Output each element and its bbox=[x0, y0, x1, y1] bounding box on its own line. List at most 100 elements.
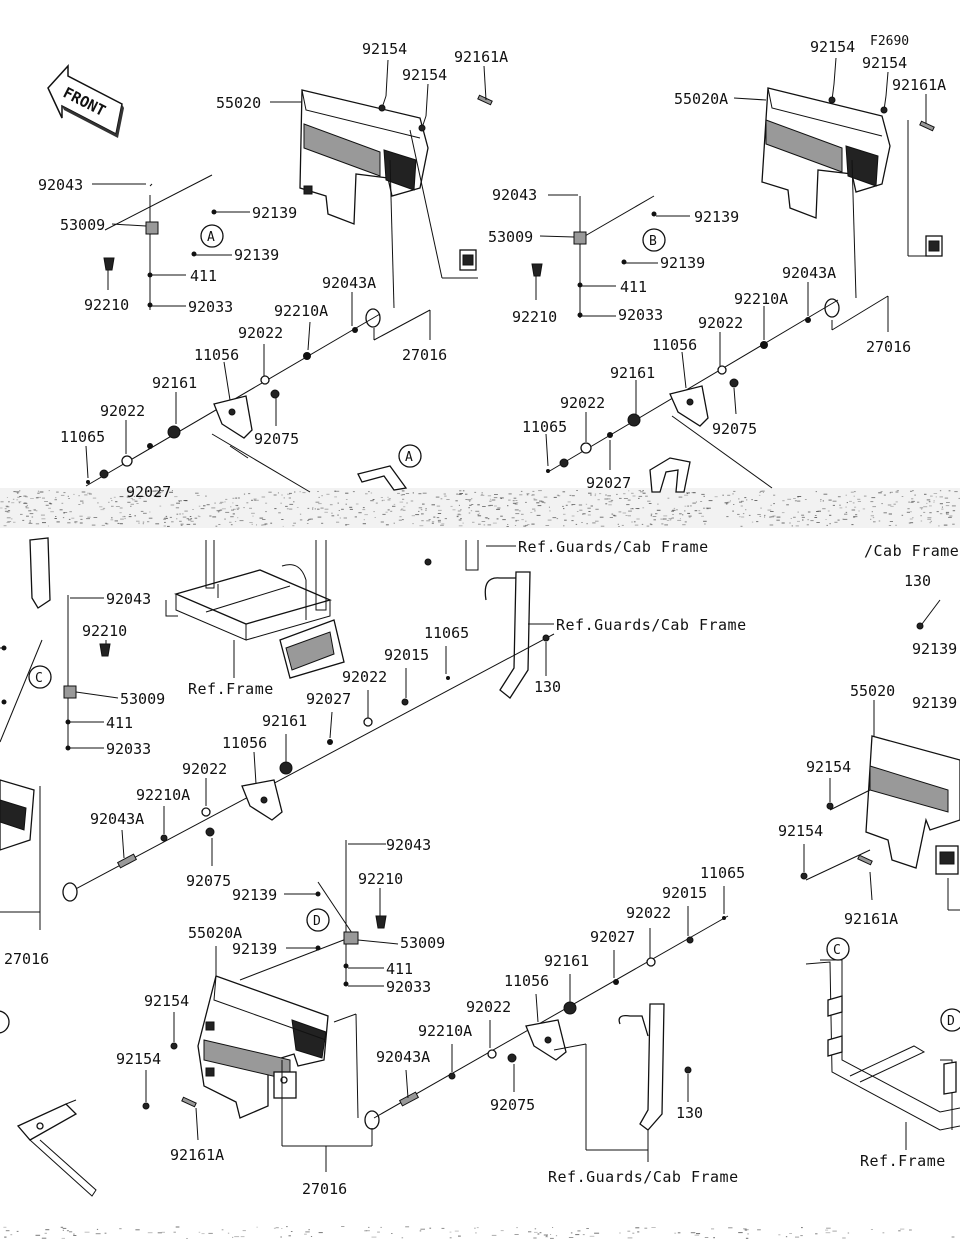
label-92154: 92154 bbox=[144, 992, 189, 1010]
label-92210a: 92210A bbox=[734, 290, 788, 308]
label-92139: 92139 bbox=[912, 640, 957, 658]
label-130: 130 bbox=[534, 678, 561, 696]
marker-c-2: C bbox=[833, 943, 841, 958]
label-92154: 92154 bbox=[862, 54, 907, 72]
label-27016: 27016 bbox=[302, 1180, 347, 1198]
marker-c-circle bbox=[826, 937, 850, 961]
label-11065: 11065 bbox=[700, 864, 745, 882]
label-411: 411 bbox=[190, 267, 217, 285]
label-92154: 92154 bbox=[810, 38, 855, 56]
label-92154: 92154 bbox=[362, 40, 407, 58]
label-53009: 53009 bbox=[488, 228, 533, 246]
label-55020: 55020 bbox=[850, 682, 895, 700]
marker-b-circle bbox=[642, 228, 666, 252]
label-92139: 92139 bbox=[252, 204, 297, 222]
label-92015: 92015 bbox=[662, 884, 707, 902]
label-92022: 92022 bbox=[626, 904, 671, 922]
label-55020a: 55020A bbox=[188, 924, 242, 942]
label-92027: 92027 bbox=[590, 928, 635, 946]
front-arrow-icon: FRONT bbox=[47, 64, 124, 138]
assembly-mid-left bbox=[0, 595, 555, 930]
marker-a: A bbox=[207, 230, 215, 245]
label-411: 411 bbox=[386, 960, 413, 978]
label-92027: 92027 bbox=[306, 690, 351, 708]
marker-partial-circle bbox=[0, 1010, 10, 1034]
label-92022: 92022 bbox=[182, 760, 227, 778]
label-11056: 11056 bbox=[652, 336, 697, 354]
label-92043a: 92043A bbox=[376, 1048, 430, 1066]
marker-c: C bbox=[35, 671, 43, 686]
ref-guards-cab-frame: Ref.Guards/Cab Frame bbox=[556, 616, 747, 634]
label-92033: 92033 bbox=[386, 978, 431, 996]
label-92015: 92015 bbox=[384, 646, 429, 664]
label-92033: 92033 bbox=[618, 306, 663, 324]
ref-frame: Ref.Frame bbox=[188, 680, 274, 698]
label-53009: 53009 bbox=[60, 216, 105, 234]
label-27016: 27016 bbox=[4, 950, 49, 968]
label-92210a: 92210A bbox=[274, 302, 328, 320]
label-92154: 92154 bbox=[778, 822, 823, 840]
label-55020a: 55020A bbox=[674, 90, 728, 108]
label-92210: 92210 bbox=[84, 296, 129, 314]
label-92022: 92022 bbox=[466, 998, 511, 1016]
label-27016: 27016 bbox=[402, 346, 447, 364]
mud-guard-part bbox=[299, 89, 429, 225]
frame-assembly bbox=[29, 537, 924, 699]
label-92210: 92210 bbox=[358, 870, 403, 888]
label-92043: 92043 bbox=[492, 186, 537, 204]
label-92033: 92033 bbox=[106, 740, 151, 758]
label-92075: 92075 bbox=[186, 872, 231, 890]
label-55020: 55020 bbox=[216, 94, 261, 112]
marker-a2-circle bbox=[398, 444, 422, 468]
label-92161a: 92161A bbox=[170, 1146, 224, 1164]
label-92139: 92139 bbox=[232, 886, 277, 904]
label-92139: 92139 bbox=[234, 246, 279, 264]
label-92139: 92139 bbox=[660, 254, 705, 272]
label-92210: 92210 bbox=[82, 622, 127, 640]
marker-d-circle bbox=[940, 1008, 960, 1032]
label-92027: 92027 bbox=[126, 483, 171, 501]
label-27016: 27016 bbox=[866, 338, 911, 356]
label-92022: 92022 bbox=[560, 394, 605, 412]
label-92075: 92075 bbox=[254, 430, 299, 448]
label-92161: 92161 bbox=[544, 952, 589, 970]
label-92139: 92139 bbox=[694, 208, 739, 226]
label-92154: 92154 bbox=[116, 1050, 161, 1068]
label-92139: 92139 bbox=[912, 694, 957, 712]
figure-code: F2690 bbox=[870, 34, 909, 49]
label-11065: 11065 bbox=[60, 428, 105, 446]
ref-cab-frame-partial: /Cab Frame bbox=[864, 542, 959, 560]
label-92075: 92075 bbox=[712, 420, 757, 438]
label-92043a: 92043A bbox=[782, 264, 836, 282]
marker-a-circle bbox=[200, 224, 224, 248]
label-53009: 53009 bbox=[120, 690, 165, 708]
scan-noise-band bbox=[0, 488, 960, 528]
label-92022: 92022 bbox=[698, 314, 743, 332]
marker-c-circle bbox=[28, 665, 52, 689]
ref-guards-cab-frame: Ref.Guards/Cab Frame bbox=[548, 1168, 739, 1186]
mud-guard-part bbox=[761, 87, 891, 219]
label-92043: 92043 bbox=[106, 590, 151, 608]
label-92043: 92043 bbox=[386, 836, 431, 854]
marker-b: B bbox=[649, 234, 657, 249]
label-92043: 92043 bbox=[38, 176, 83, 194]
label-130: 130 bbox=[676, 1104, 703, 1122]
label-92033: 92033 bbox=[188, 298, 233, 316]
marker-d: D bbox=[313, 914, 321, 929]
label-11056: 11056 bbox=[504, 972, 549, 990]
label-53009: 53009 bbox=[400, 934, 445, 952]
label-11056: 11056 bbox=[194, 346, 239, 364]
marker-a-2: A bbox=[405, 450, 413, 465]
label-92161: 92161 bbox=[152, 374, 197, 392]
marker-d-2: D bbox=[947, 1014, 955, 1029]
bottom-scan-noise bbox=[3, 1226, 955, 1239]
label-92161a: 92161A bbox=[844, 910, 898, 928]
label-92139: 92139 bbox=[232, 940, 277, 958]
label-92043a: 92043A bbox=[90, 810, 144, 828]
label-11056: 11056 bbox=[222, 734, 267, 752]
label-92210a: 92210A bbox=[418, 1022, 472, 1040]
label-130: 130 bbox=[904, 572, 931, 590]
label-92154: 92154 bbox=[402, 66, 447, 84]
label-92022: 92022 bbox=[342, 668, 387, 686]
